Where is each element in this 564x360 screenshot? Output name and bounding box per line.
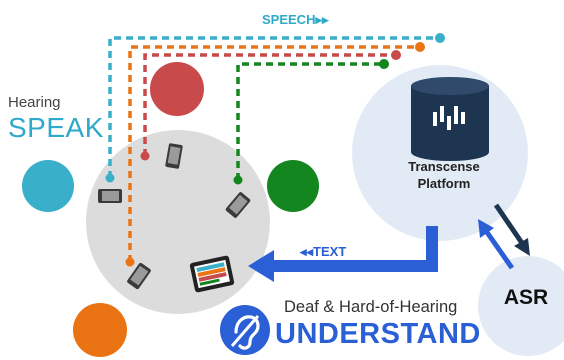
text-arrow [270,226,438,272]
phone-icon [165,143,183,169]
speech-line-green [236,62,384,180]
tablet-icon [189,255,235,293]
deaf-label: Deaf & Hard-of-Hearing [284,298,458,316]
phone-icon [98,189,122,203]
speech-line-red [143,53,396,156]
arrow-platform-to-asr [493,203,527,248]
endpoint-dot-orange [125,257,135,267]
participant-teal [22,160,74,212]
endpoint-dot-teal [105,173,115,183]
platform-label: Transcense Platform [408,159,480,191]
speech-dot-teal [435,33,445,43]
speech-dot-orange [415,42,425,52]
text-label: ◂◂TEXT [300,244,347,259]
speak-label: SPEAK [8,112,104,143]
text-arrow-head [248,250,274,282]
speech-label: SPEECH▸▸ [262,12,329,27]
endpoint-dot-green [233,175,243,185]
speech-line-orange [128,45,420,262]
arrow-asr-to-platform-head [478,219,494,238]
speech-dot-red [391,50,401,60]
speech-line-teal [108,36,440,178]
participant-red [150,62,204,116]
participant-orange [73,303,127,357]
hearing-assist-icon [220,305,270,355]
arrow-platform-to-asr-head [514,238,530,256]
understand-label: UNDERSTAND [275,318,481,350]
database-icon [411,77,489,161]
asr-bubble [478,256,564,356]
phone-icon [127,262,151,290]
endpoint-dot-red [140,151,150,161]
asr-label: ASR [503,286,549,309]
arrow-asr-to-platform [481,226,515,270]
phone-icon [225,192,251,218]
participant-green [267,160,319,212]
speech-dot-green [379,59,389,69]
hearing-label: Hearing [8,94,61,111]
